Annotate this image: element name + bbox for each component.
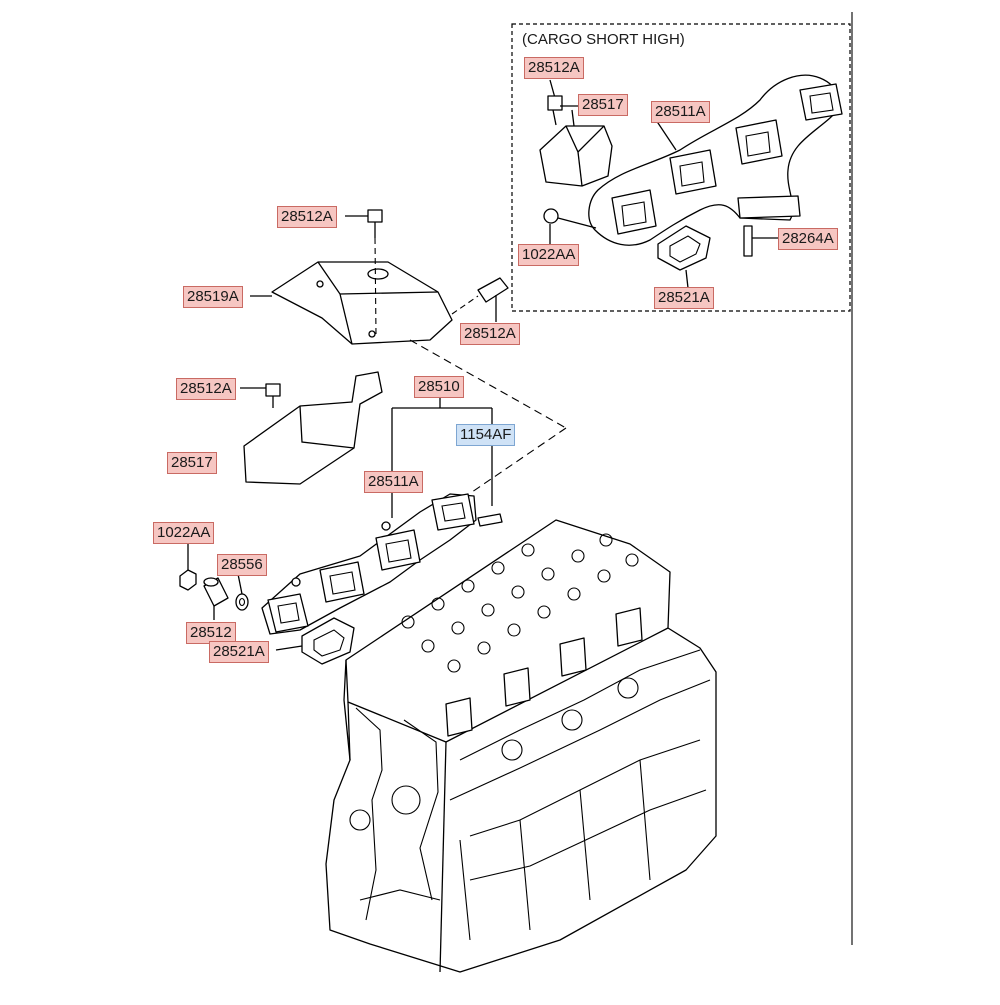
label-variant-gasket[interactable]: 28521A — [654, 287, 714, 309]
label-washer[interactable]: 28556 — [217, 554, 267, 576]
variant-nut — [543, 208, 597, 244]
label-manifold[interactable]: 28511A — [364, 471, 423, 493]
label-bolt-side[interactable]: 28512A — [460, 323, 520, 345]
bracket-part — [250, 261, 453, 345]
washer-part — [235, 573, 249, 611]
label-variant-nut[interactable]: 1022AA — [518, 244, 580, 266]
heat-shield-part — [243, 371, 383, 485]
variant-stud — [743, 225, 778, 257]
variant-title: (CARGO SHORT HIGH) — [522, 31, 685, 48]
assembly-bracket-lines — [391, 396, 493, 518]
label-gasket[interactable]: 28521A — [209, 641, 269, 663]
engine-block — [325, 519, 717, 973]
variant-bolt — [547, 79, 563, 126]
label-assembly[interactable]: 28510 — [414, 376, 464, 398]
bolt-upper-part — [345, 209, 383, 336]
manifold-part — [261, 493, 477, 635]
variant-manifold — [588, 74, 843, 246]
bolt-side-part — [451, 277, 509, 322]
manifold-stud-part — [477, 513, 503, 527]
spacer-part — [203, 577, 229, 620]
label-bolt-upper[interactable]: 28512A — [277, 206, 337, 228]
label-heat-shield[interactable]: 28517 — [167, 452, 217, 474]
assembly-dash-lines — [409, 339, 567, 493]
label-nut[interactable]: 1022AA — [153, 522, 215, 544]
label-bracket[interactable]: 28519A — [183, 286, 243, 308]
bolt-shield-part — [240, 383, 281, 408]
nut-part — [179, 542, 197, 591]
label-variant-stud[interactable]: 28264A — [778, 228, 838, 250]
label-stud-code[interactable]: 1154AF — [456, 424, 516, 446]
variant-dashed-box — [511, 23, 851, 312]
gasket-part — [275, 617, 355, 665]
variant-gasket — [657, 225, 711, 289]
label-variant-manifold[interactable]: 28511A — [651, 101, 710, 123]
label-variant-bolt[interactable]: 28512A — [524, 57, 584, 79]
variant-heat-shield — [539, 109, 613, 187]
label-variant-heat-shield[interactable]: 28517 — [578, 94, 628, 116]
label-bolt-shield[interactable]: 28512A — [176, 378, 236, 400]
